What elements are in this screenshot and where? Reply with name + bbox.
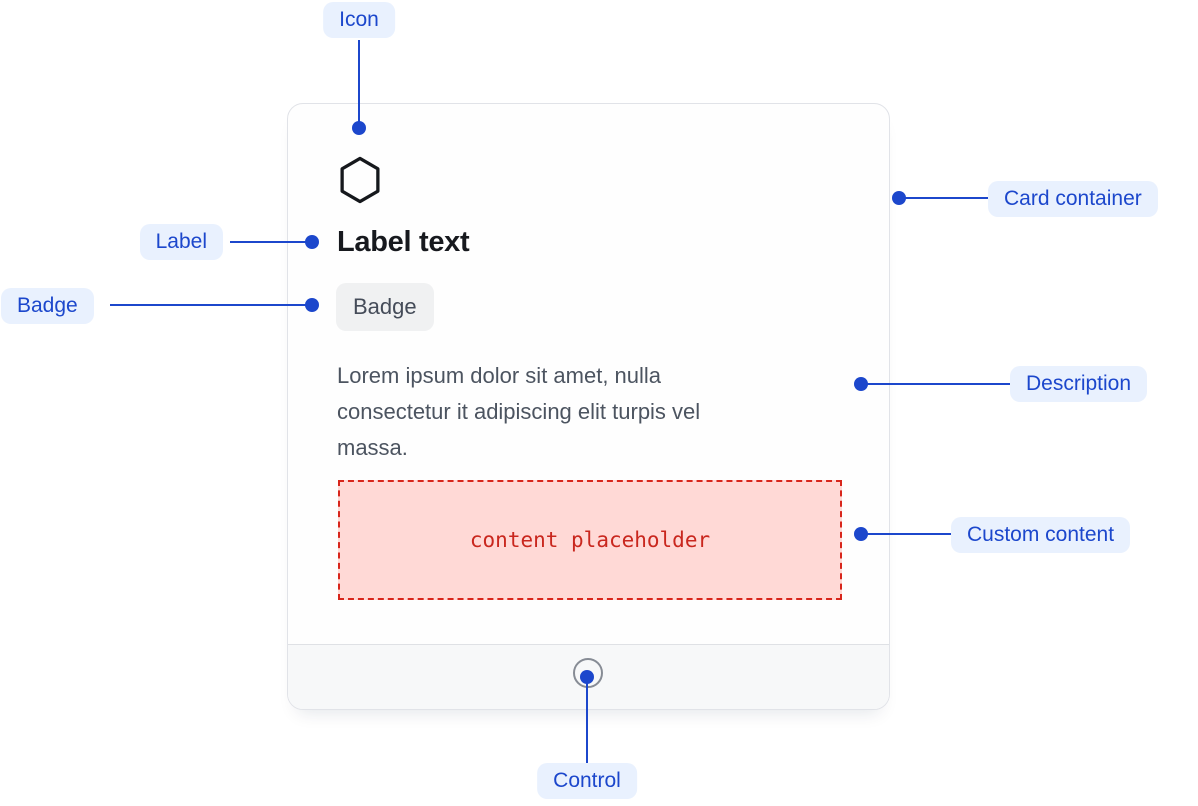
annotation-dot-description bbox=[854, 377, 868, 391]
annotation-label-description: Description bbox=[1010, 366, 1148, 402]
annotation-label-custom-content: Custom content bbox=[951, 517, 1131, 553]
card-description: Lorem ipsum dolor sit amet, nulla consec… bbox=[337, 358, 837, 466]
card-container: Label text Badge Lorem ipsum dolor sit a… bbox=[287, 103, 890, 710]
custom-content-placeholder: content placeholder bbox=[338, 480, 842, 600]
control-button[interactable] bbox=[573, 658, 603, 688]
annotation-line-label bbox=[230, 241, 312, 243]
annotation-dot-icon bbox=[352, 121, 366, 135]
description-line: massa. bbox=[337, 435, 408, 460]
annotation-label-badge: Badge bbox=[1, 288, 94, 324]
badge: Badge bbox=[336, 283, 434, 331]
custom-content-text: content placeholder bbox=[469, 528, 711, 552]
annotation-dot-control bbox=[580, 670, 594, 684]
description-line: consectetur it adipiscing elit turpis ve… bbox=[337, 399, 701, 424]
annotation-dot-custom-content bbox=[854, 527, 868, 541]
card-label: Label text bbox=[337, 226, 470, 258]
description-line: Lorem ipsum dolor sit amet, nulla bbox=[337, 363, 662, 388]
annotation-dot-badge bbox=[305, 298, 319, 312]
annotation-dot-card-container bbox=[892, 191, 906, 205]
annotation-line-card-container bbox=[899, 197, 988, 199]
hexagon-icon bbox=[340, 156, 380, 204]
annotation-line-custom-content bbox=[861, 533, 951, 535]
annotation-line-badge bbox=[110, 304, 312, 306]
annotation-label-card-container: Card container bbox=[988, 181, 1158, 217]
annotation-line-description bbox=[861, 383, 1010, 385]
annotation-dot-label bbox=[305, 235, 319, 249]
annotation-label-control: Control bbox=[537, 763, 637, 799]
annotation-line-control bbox=[586, 677, 588, 763]
annotation-line-icon bbox=[358, 40, 360, 128]
annotation-label-icon: Icon bbox=[323, 2, 395, 38]
annotation-label-label: Label bbox=[139, 224, 223, 260]
